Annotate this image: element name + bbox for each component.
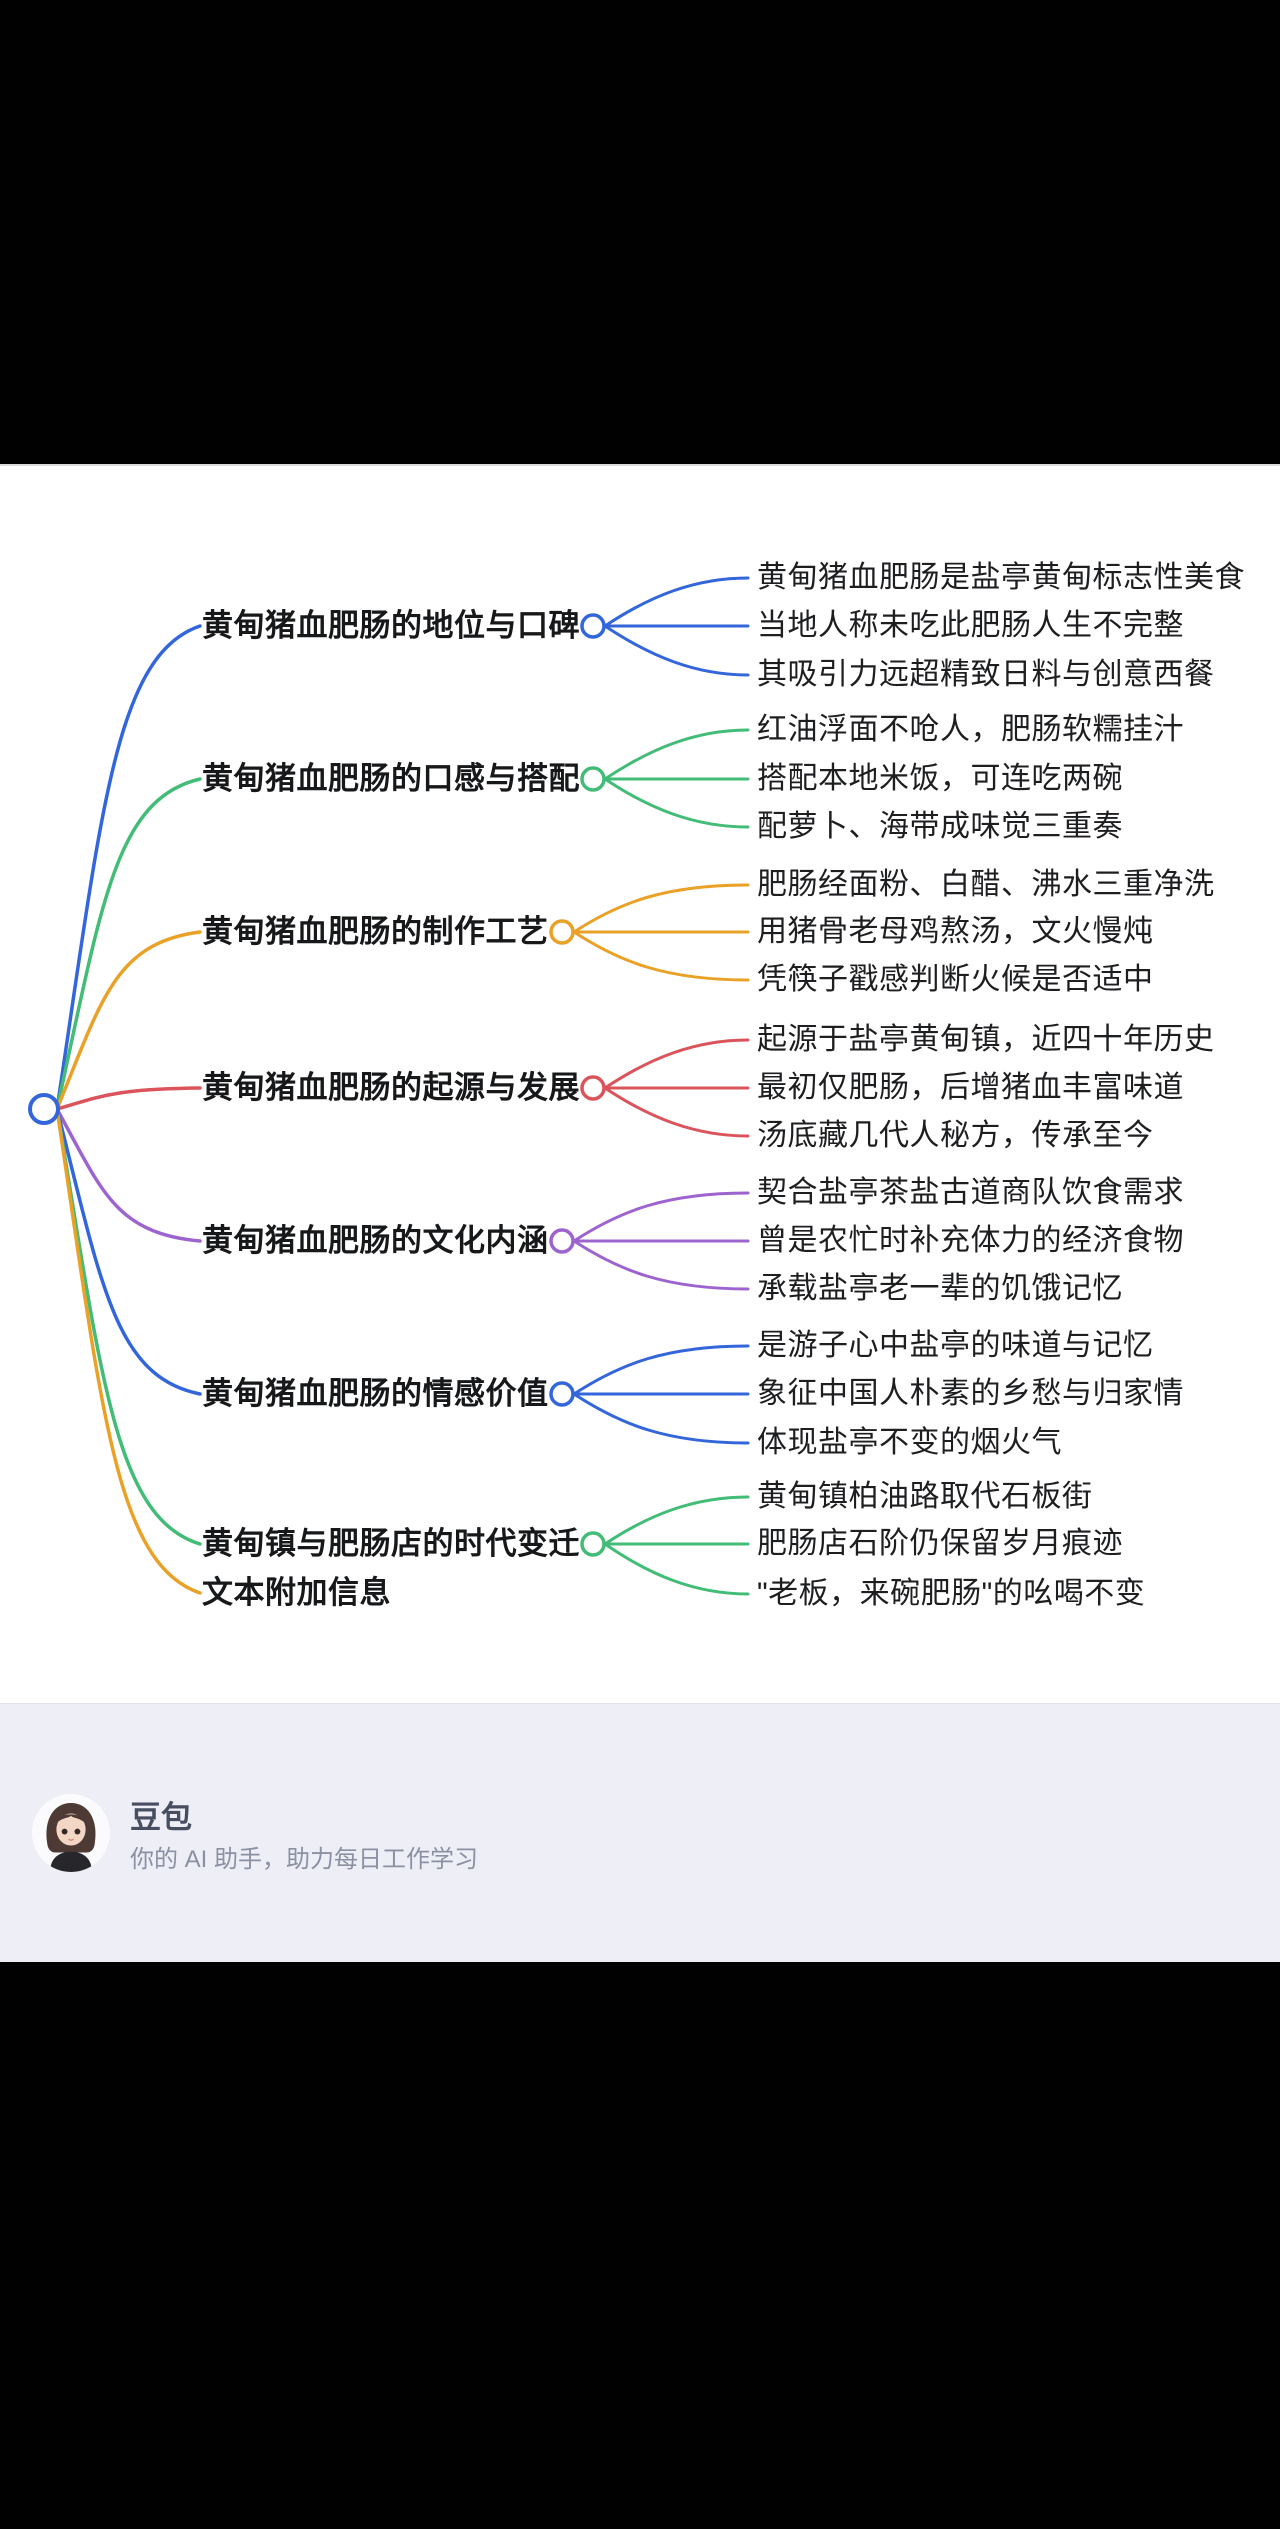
link-b1-c3 [603,624,750,677]
link-b2-c1 [603,728,750,781]
mindmap-links-layer [28,576,750,1596]
branch-node-emotion[interactable]: 黄甸猪血肥肠的情感价值 [202,1376,549,1411]
branch-node-taste[interactable]: 黄甸猪血肥肠的口感与搭配 [202,761,580,796]
branch-node-origin[interactable]: 黄甸猪血肥肠的起源与发展 [202,1070,580,1105]
link-b2-c3 [603,777,750,829]
assistant-name: 豆包 [130,1800,192,1835]
link-b5-c3 [572,1239,750,1291]
doubao-avatar-icon [32,1794,110,1872]
branch-3-node-circle[interactable] [549,919,575,945]
child-node[interactable]: "老板，来碗肥肠"的吆喝不变 [757,1577,1146,1610]
branch-node-culture[interactable]: 黄甸猪血肥肠的文化内涵 [202,1223,549,1258]
link-root-branch-6 [55,1107,202,1396]
child-node[interactable]: 用猪骨老母鸡熬汤，文火慢炖 [757,915,1154,948]
child-node[interactable]: 配萝卜、海带成味觉三重奏 [757,810,1123,843]
child-node[interactable]: 象征中国人朴素的乡愁与归家情 [757,1377,1184,1410]
child-node[interactable]: 曾是农忙时补充体力的经济食物 [757,1224,1184,1257]
assistant-description: 你的 AI 助手，助力每日工作学习 [130,1846,479,1873]
branch-node-text-info[interactable]: 文本附加信息 [202,1575,391,1610]
link-root-branch-3 [55,930,202,1111]
link-b3-c3 [572,930,750,982]
branch-6-node-circle[interactable] [549,1381,575,1407]
link-b6-c3 [572,1392,750,1445]
child-node[interactable]: 当地人称未吃此肥肠人生不完整 [757,609,1184,642]
child-node[interactable]: 红油浮面不呛人，肥肠软糯挂汁 [757,713,1184,746]
bottom-letterbox [0,1962,1280,2529]
branch-4-node-circle[interactable] [580,1075,606,1101]
link-root-branch-1 [55,624,202,1111]
link-root-branch-2 [55,777,202,1111]
link-b5-c1 [572,1191,750,1243]
child-node[interactable]: 承载盐亭老一辈的饥饿记忆 [757,1272,1123,1305]
child-node[interactable]: 汤底藏几代人秘方，传承至今 [757,1119,1154,1152]
root-node-circle[interactable] [28,1093,60,1125]
link-b3-c1 [572,883,750,934]
child-node[interactable]: 凭筷子戳感判断火候是否适中 [757,963,1154,996]
link-root-branch-8 [55,1107,202,1595]
child-node[interactable]: 肥肠店石阶仍保留岁月痕迹 [757,1527,1123,1560]
link-b1-c1 [603,576,750,628]
child-node[interactable]: 是游子心中盐亭的味道与记忆 [757,1329,1154,1362]
link-b4-c1 [603,1038,750,1090]
link-b7-c3 [603,1542,750,1596]
link-root-branch-4 [55,1086,202,1111]
link-b4-c3 [603,1086,750,1138]
mindmap-canvas: 黄甸猪血肥肠的地位与口碑 黄甸猪血肥肠的口感与搭配 黄甸猪血肥肠的制作工艺 黄甸… [0,466,1280,1703]
branch-7-node-circle[interactable] [580,1531,606,1557]
child-node[interactable]: 其吸引力远超精致日料与创意西餐 [757,658,1215,691]
top-divider-line [0,464,1280,466]
assistant-footer: 豆包 你的 AI 助手，助力每日工作学习 [0,1703,1280,1962]
branch-5-node-circle[interactable] [549,1228,575,1254]
child-node[interactable]: 黄甸猪血肥肠是盐亭黄甸标志性美食 [757,561,1245,594]
branch-node-status[interactable]: 黄甸猪血肥肠的地位与口碑 [202,608,580,643]
child-node[interactable]: 最初仅肥肠，后增猪血丰富味道 [757,1071,1184,1104]
link-root-branch-7 [55,1107,202,1546]
top-letterbox [0,0,1280,464]
branch-node-change[interactable]: 黄甸镇与肥肠店的时代变迁 [202,1526,580,1561]
child-node[interactable]: 黄甸镇柏油路取代石板街 [757,1480,1093,1513]
child-node[interactable]: 肥肠经面粉、白醋、沸水三重净洗 [757,868,1215,901]
branch-1-node-circle[interactable] [580,613,606,639]
child-node[interactable]: 起源于盐亭黄甸镇，近四十年历史 [757,1023,1215,1056]
child-node[interactable]: 契合盐亭茶盐古道商队饮食需求 [757,1176,1184,1209]
link-root-branch-5 [55,1107,202,1243]
child-node[interactable]: 搭配本地米饭，可连吃两碗 [757,762,1123,795]
assistant-avatar [32,1794,110,1872]
link-b7-c1 [603,1495,750,1546]
child-node[interactable]: 体现盐亭不变的烟火气 [757,1426,1062,1459]
branch-2-node-circle[interactable] [580,766,606,792]
branch-node-craft[interactable]: 黄甸猪血肥肠的制作工艺 [202,914,549,949]
link-b6-c1 [572,1344,750,1396]
